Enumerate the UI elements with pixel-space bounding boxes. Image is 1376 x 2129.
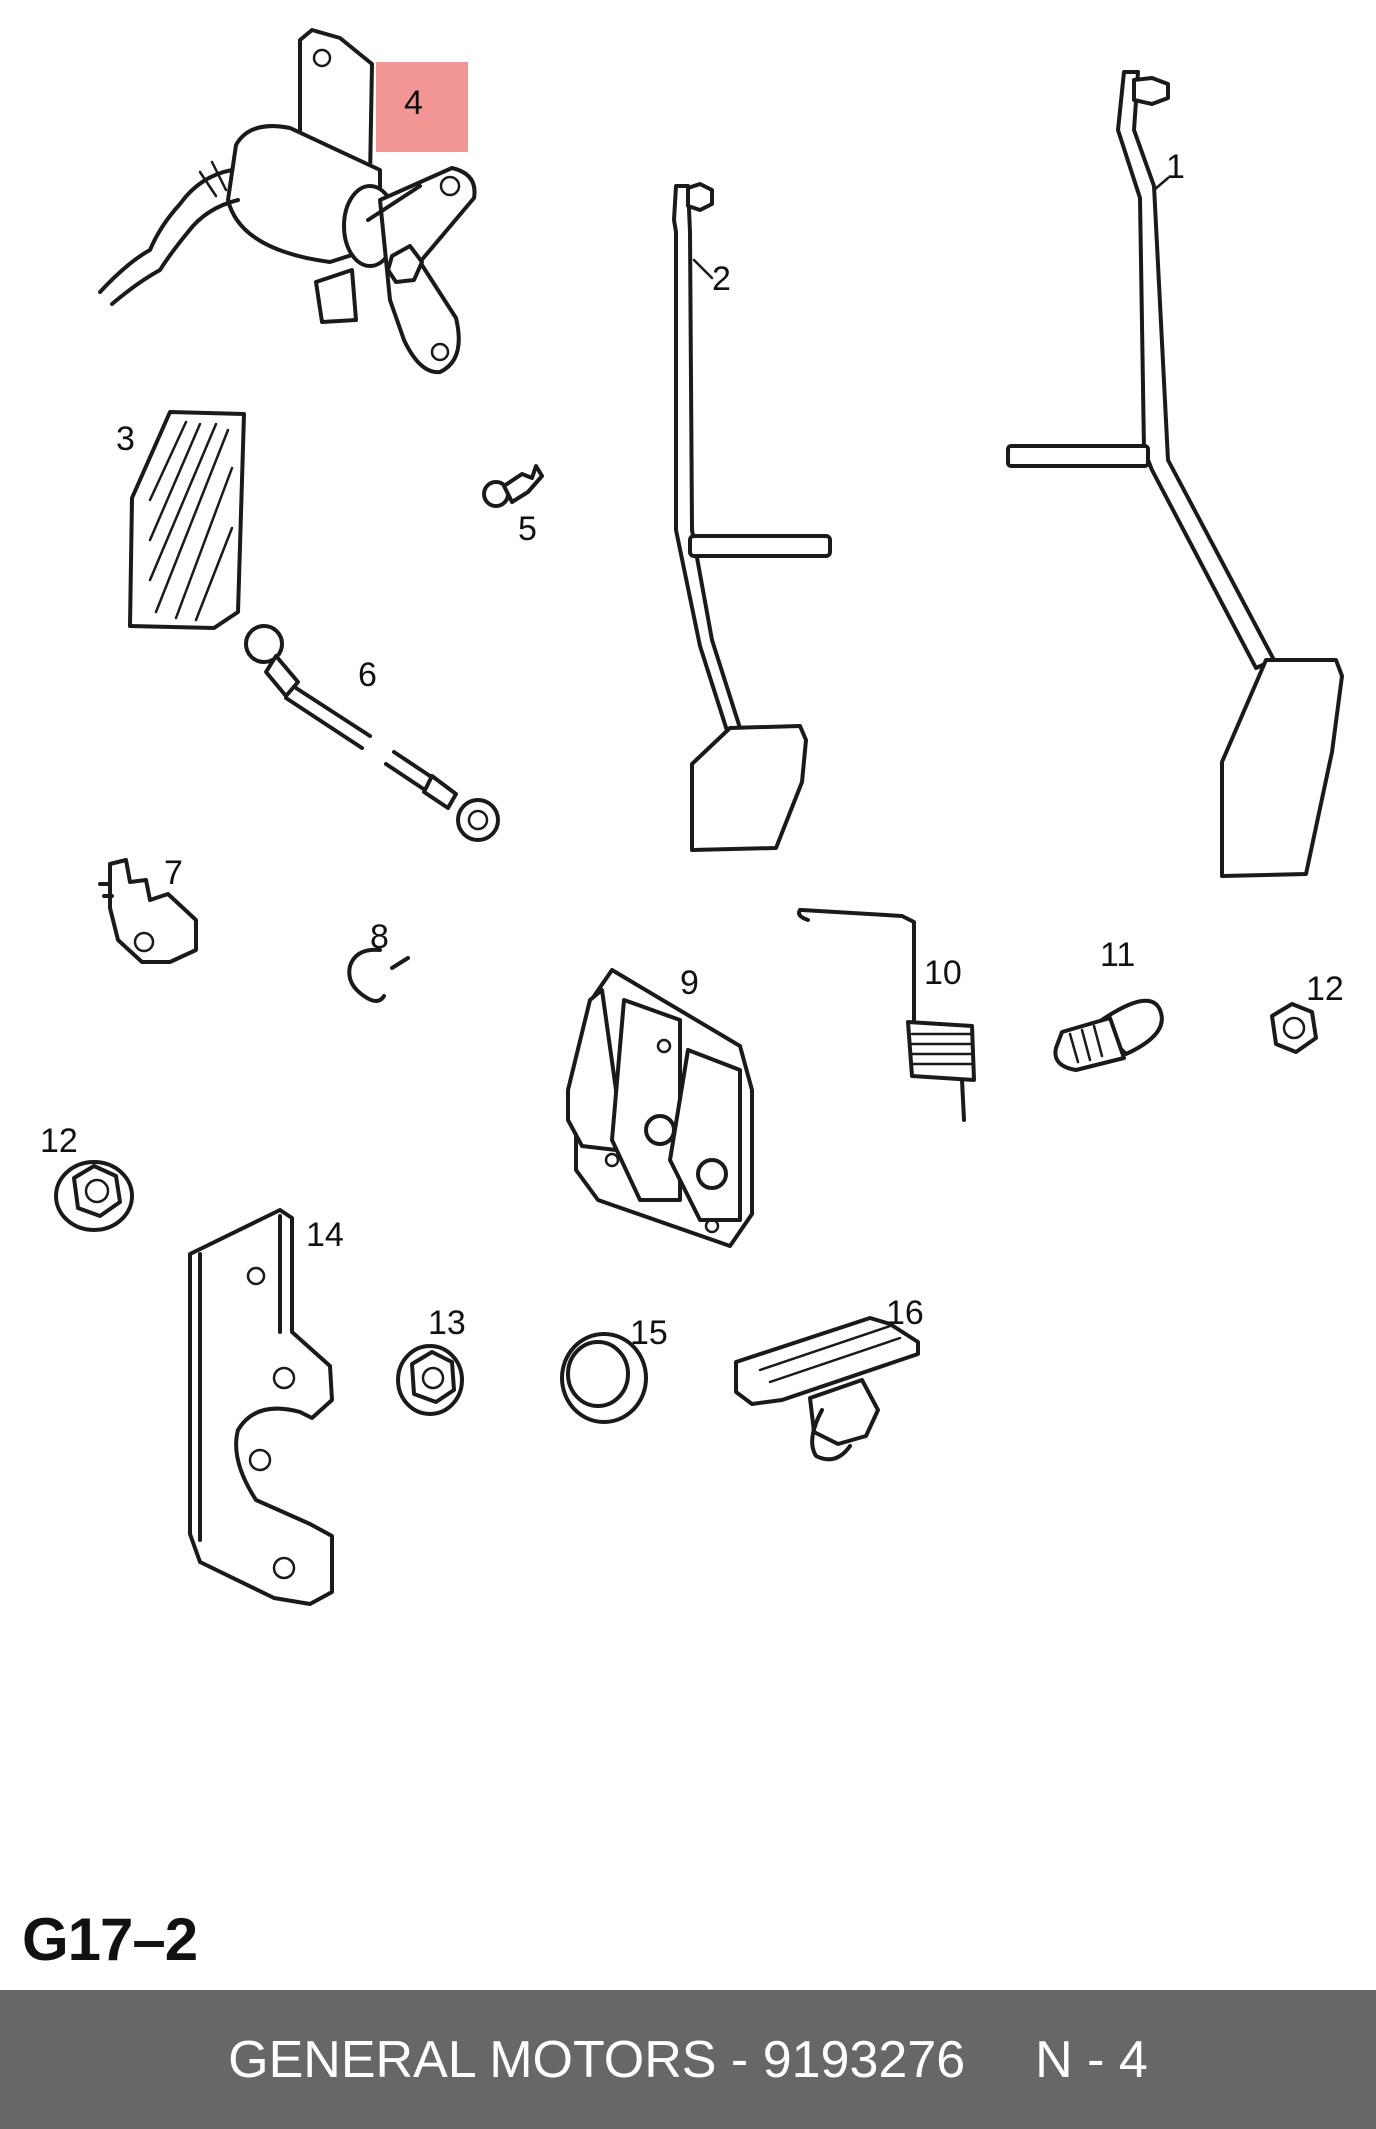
parts-diagram: 1 2 3 4 5 6 7 8 9 10 11 12 12 13 14 15 1… [40,28,1344,1606]
part-4-highlight [376,62,468,152]
callout-6: 6 [358,656,377,694]
part-16-clip-fastener [734,1316,920,1462]
callout-8: 8 [370,918,389,956]
part-1-pedal-lever [1006,70,1344,878]
part-8-circlip [347,947,410,1003]
callout-11: 11 [1100,936,1135,974]
callout-16: 16 [886,1294,924,1332]
callout-13: 13 [428,1304,466,1342]
callout-1: 1 [1166,148,1185,186]
part-14-bracket [188,1208,334,1606]
part-7-clip [98,858,198,964]
part-3-pedal-pad [128,410,246,630]
callout-5: 5 [518,510,537,548]
part-5-pin [482,464,544,508]
callout-12-right: 12 [1306,970,1344,1008]
callout-leader-2 [692,258,714,280]
footer-part-number: GENERAL MOTORS - 9193276 [228,2030,966,2089]
callout-10: 10 [924,954,962,992]
callout-4: 4 [404,84,423,122]
part-15-cap [560,1332,648,1424]
part-12-nut-right [1270,1002,1318,1054]
callout-7: 7 [164,854,183,892]
part-6-push-rod [244,624,500,842]
part-12-nut-left [54,1160,134,1232]
callout-9: 9 [680,964,699,1002]
part-2-pedal-lever [672,182,832,852]
callout-3: 3 [116,420,135,458]
callout-leader-1 [1152,176,1170,192]
footer-bar: GENERAL MOTORS - 9193276 N - 4 [0,1990,1376,2129]
callout-15: 15 [630,1314,668,1352]
part-10-spring [797,908,976,1122]
part-9-pivot-bracket [566,968,754,1248]
part-4-sensor [98,28,477,375]
diagram-code: G17–2 [22,1906,198,1973]
callout-12-left: 12 [40,1122,78,1160]
part-11-bolt [1053,998,1164,1072]
footer-quantity: N - 4 [1035,2030,1148,2089]
part-13-nut [396,1344,464,1416]
callout-14: 14 [306,1216,344,1254]
callout-2: 2 [712,260,731,298]
